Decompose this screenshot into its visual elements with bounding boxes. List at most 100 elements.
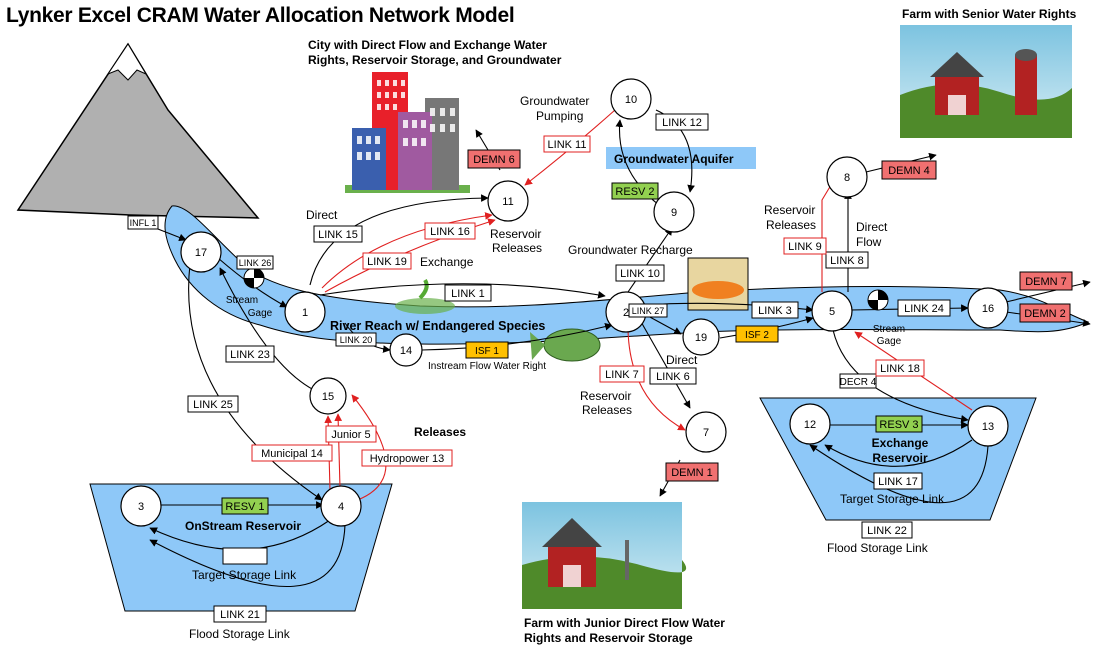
farm-junior-caption-1: Farm with Junior Direct Flow Water xyxy=(524,616,725,630)
link25-path xyxy=(188,263,323,501)
link18-label: LINK 18 xyxy=(880,363,920,375)
mountain-illustration xyxy=(16,42,260,219)
node-12-label: 12 xyxy=(804,419,816,431)
node-13[interactable] xyxy=(967,405,1009,447)
demn6-box: DEMN 6 xyxy=(473,154,515,166)
onstream-label: OnStream Reservoir xyxy=(185,519,301,533)
node-3[interactable] xyxy=(120,485,162,527)
link10-label: LINK 10 xyxy=(620,268,660,280)
node-15[interactable] xyxy=(309,377,347,415)
releases-label: Releases xyxy=(414,425,466,439)
stream-gage-2-label-2: Gage xyxy=(877,336,902,347)
node-3-label: 3 xyxy=(138,501,144,513)
demn7-box: DEMN 7 xyxy=(1025,276,1067,288)
link8-label: LINK 8 xyxy=(830,255,864,267)
link21-path xyxy=(149,524,346,588)
demn2-box: DEMN 2 xyxy=(1024,308,1066,320)
farm-senior-illustration xyxy=(900,25,1072,138)
direct-flow-label-1: Direct xyxy=(856,220,888,234)
node-12[interactable] xyxy=(789,403,831,445)
node-5-label: 5 xyxy=(829,306,835,318)
reservoir-releases-5-label-2: Releases xyxy=(766,218,816,232)
link5-path xyxy=(334,413,343,489)
demn4-box: DEMN 4 xyxy=(888,165,930,177)
direct-label-1: Direct xyxy=(306,208,338,222)
reservoir-releases-11-label-1: Reservoir xyxy=(490,227,541,241)
node-8[interactable] xyxy=(826,156,868,198)
link21-label: LINK 21 xyxy=(220,609,260,621)
city-caption-2: Rights, Reservoir Storage, and Groundwat… xyxy=(308,53,562,67)
node-17[interactable] xyxy=(180,231,222,273)
stream-gage-2-icon xyxy=(867,289,889,311)
stream-gage-2-label-1: Stream xyxy=(873,324,905,335)
link16-label: LINK 16 xyxy=(430,226,470,238)
farm-junior-illustration xyxy=(522,502,687,609)
river-label: River Reach w/ Endangered Species xyxy=(330,319,545,333)
target-storage-label-2: Target Storage Link xyxy=(840,492,945,506)
node-11[interactable] xyxy=(487,180,529,222)
node-15-label: 15 xyxy=(322,391,334,403)
node-8-label: 8 xyxy=(844,172,850,184)
resv1-box: RESV 1 xyxy=(225,501,264,513)
node-7-label: 7 xyxy=(703,427,709,439)
link23-label: LINK 23 xyxy=(230,349,270,361)
node-5[interactable] xyxy=(811,290,853,332)
node-2-label: 2 xyxy=(623,307,629,319)
reservoir-releases-5-label-1: Reservoir xyxy=(764,203,815,217)
aquifer-label: Groundwater Aquifer xyxy=(614,152,734,166)
stream-gage-1-label-1: Stream xyxy=(226,295,258,306)
node-14[interactable] xyxy=(389,333,423,367)
direct-label-2: Direct xyxy=(666,353,698,367)
palm-tree-illustration xyxy=(395,278,455,314)
node-1[interactable] xyxy=(284,291,326,333)
link3-label: LINK 3 xyxy=(758,305,792,317)
stream-gage-1-icon xyxy=(243,267,265,289)
node-4-label: 4 xyxy=(338,501,344,513)
link7-path xyxy=(627,329,686,431)
node-4[interactable] xyxy=(320,485,362,527)
flood-storage-label-1: Flood Storage Link xyxy=(189,627,291,641)
groundwater-aquifer-shape xyxy=(606,147,756,169)
link10-path xyxy=(627,227,673,293)
node-9[interactable] xyxy=(653,191,695,233)
link27-path xyxy=(647,315,682,335)
node-1-label: 1 xyxy=(302,307,308,319)
node-7[interactable] xyxy=(685,411,727,453)
node-13-label: 13 xyxy=(982,421,994,433)
resv2-box: RESV 2 xyxy=(615,186,654,198)
node-14-label: 14 xyxy=(400,345,412,357)
node-19[interactable] xyxy=(682,318,720,356)
link1-path xyxy=(319,283,606,299)
target-storage-label-1: Target Storage Link xyxy=(192,568,297,582)
link15-path xyxy=(309,194,489,286)
exchange-res-label-2: Reservoir xyxy=(872,451,928,465)
link6-label: LINK 6 xyxy=(656,371,690,383)
node-10[interactable] xyxy=(610,78,652,120)
isf1-path xyxy=(421,322,613,351)
node-19-label: 19 xyxy=(695,332,707,344)
link5-label: Junior 5 xyxy=(331,429,370,441)
node-16[interactable] xyxy=(967,287,1009,329)
link12-label: LINK 12 xyxy=(662,117,702,129)
isf-right-label: Instream Flow Water Right xyxy=(428,361,546,372)
link17-path xyxy=(824,439,973,467)
reservoir-releases-11-label-2: Releases xyxy=(492,241,542,255)
link9-path xyxy=(821,179,835,292)
decr4-label: DECR 4 xyxy=(840,377,877,388)
resv3-box: RESV 3 xyxy=(879,419,918,431)
link1-label: LINK 1 xyxy=(451,288,485,300)
isf2-box: ISF 2 xyxy=(745,330,769,341)
link25-label: LINK 25 xyxy=(193,399,233,411)
node-17-label: 17 xyxy=(195,247,207,259)
reservoir-releases-2-label-1: Reservoir xyxy=(580,389,631,403)
flood-storage-label-2: Flood Storage Link xyxy=(827,541,929,555)
node-11-label: 11 xyxy=(502,196,513,208)
link24-label: LINK 24 xyxy=(904,303,944,315)
gw-recharge-label: Groundwater Recharge xyxy=(568,243,693,257)
infl1-label: INFL 1 xyxy=(130,218,157,228)
link7-label: LINK 7 xyxy=(605,369,639,381)
isf1-box: ISF 1 xyxy=(475,346,499,357)
direct-flow-label-2: Flow xyxy=(856,235,882,249)
